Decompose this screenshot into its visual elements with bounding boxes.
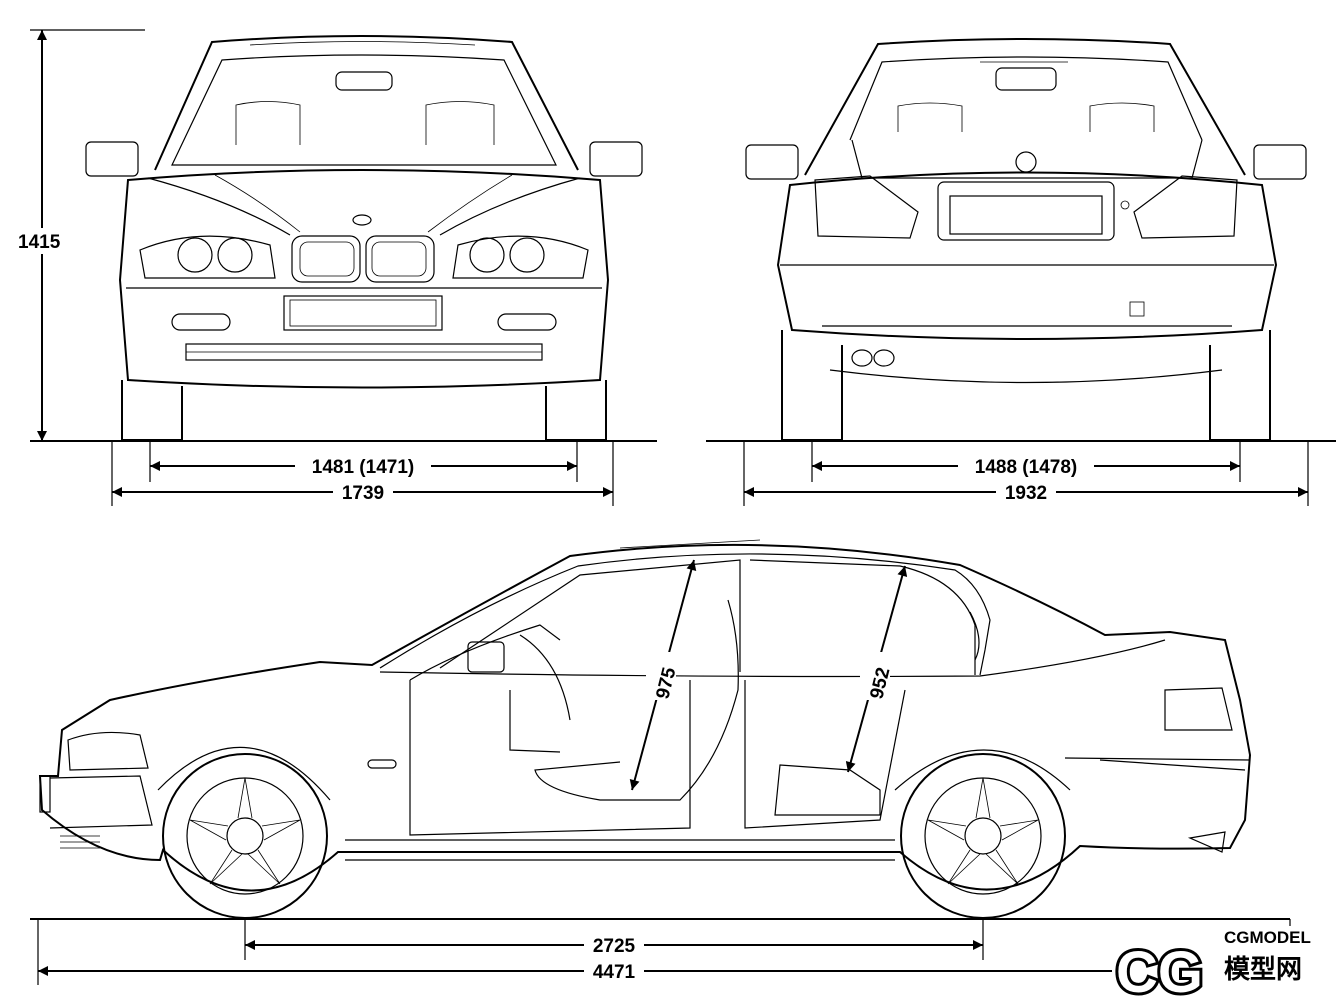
height-label: 1415 [18, 232, 61, 253]
watermark-logo: CG [1116, 940, 1203, 998]
side-dimensions: 2725 4471 [37, 919, 1291, 985]
watermark-brand: CGMODEL [1224, 928, 1311, 947]
rear-track-label: 1488 (1478) [975, 457, 1077, 478]
cgmodel-watermark: CG CGMODEL 模型网 [1112, 926, 1336, 998]
watermark-chinese: 模型网 [1224, 955, 1302, 985]
front-view [30, 35, 657, 442]
side-interior-dimensions: 975 952 [629, 559, 908, 791]
front-dimensions: 1415 1481 (1471) 1739 [14, 29, 614, 506]
length-label: 4471 [593, 962, 636, 983]
wheelbase-label: 2725 [593, 936, 636, 957]
rear-view [706, 38, 1336, 442]
front-track-label: 1481 (1471) [312, 457, 414, 478]
rear-width-label: 1932 [1005, 483, 1047, 504]
side-view [30, 539, 1290, 920]
front-width-label: 1739 [342, 483, 384, 504]
rear-dimensions: 1488 (1478) 1932 [743, 441, 1309, 506]
